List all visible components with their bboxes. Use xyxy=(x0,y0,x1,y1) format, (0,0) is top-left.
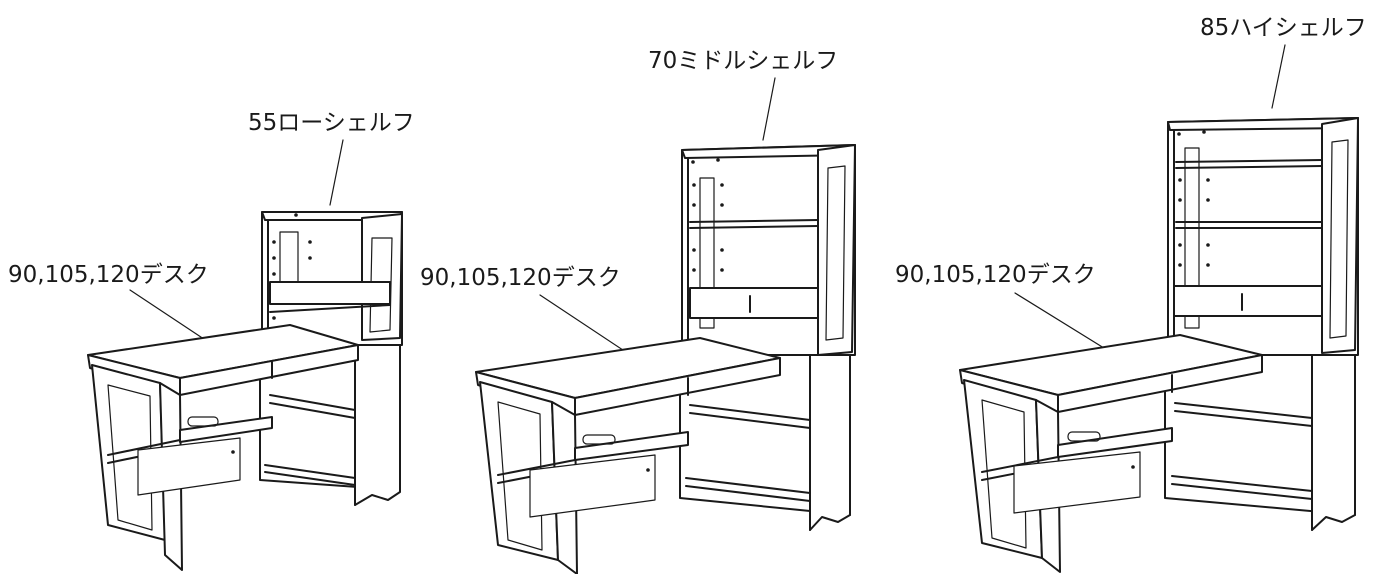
middle-hutch xyxy=(681,144,856,356)
middle-shelf-leader xyxy=(762,77,776,141)
low-hutch xyxy=(261,211,403,346)
base-cabinet-1 xyxy=(259,337,401,506)
desk-label-3: 90,105,120デスク xyxy=(895,262,1096,288)
desk-3 xyxy=(959,334,1263,573)
set-middle-shelf: 70ミドルシェルフ 90,105,120デスク xyxy=(420,48,856,574)
middle-shelf-label: 70ミドルシェルフ xyxy=(648,48,838,74)
low-shelf-label: 55ローシェルフ xyxy=(248,110,415,136)
desk-leader-3 xyxy=(1014,292,1113,354)
high-shelf-label: 85ハイシェルフ xyxy=(1200,15,1367,41)
desk-2 xyxy=(475,337,781,574)
high-hutch xyxy=(1167,117,1359,356)
desk-label-2: 90,105,120デスク xyxy=(420,265,621,291)
set-low-shelf: 55ローシェルフ 90,105,120デスク xyxy=(8,110,415,571)
desk-label-1: 90,105,120デスク xyxy=(8,262,209,288)
base-cabinet-3 xyxy=(1164,349,1356,531)
low-shelf-leader xyxy=(329,139,344,206)
base-cabinet-2 xyxy=(679,349,851,531)
set-high-shelf: 85ハイシェルフ 90,105,120デスク xyxy=(895,15,1367,573)
high-shelf-leader xyxy=(1271,44,1286,109)
desk-1 xyxy=(87,324,359,571)
